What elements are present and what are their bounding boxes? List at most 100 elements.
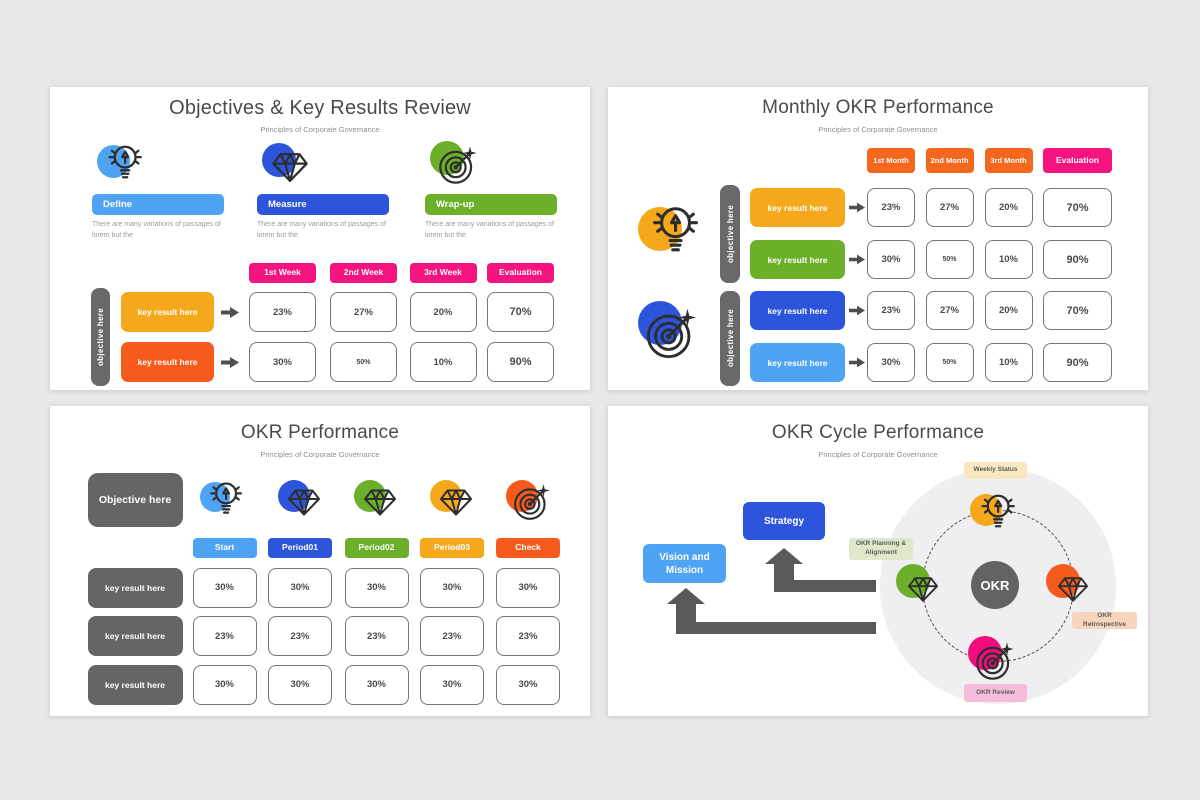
icon-circle (278, 480, 310, 512)
value-cell: 23% (420, 616, 484, 656)
key-result-label: key result here (137, 357, 198, 367)
key-result-box: key result here (87, 664, 183, 705)
value: 23% (881, 305, 901, 316)
value-cell: 27% (330, 292, 397, 332)
objective-label: objective here (96, 307, 105, 366)
key-result-bar: key result here (750, 343, 845, 382)
value-cell: 10% (409, 342, 477, 382)
value-cell: 10% (984, 343, 1033, 382)
objective-label: objective here (725, 309, 735, 368)
value-cell: 30% (344, 664, 409, 705)
vision-mission-box: Vision and Mission (643, 544, 726, 583)
value: 20% (998, 202, 1018, 213)
right-arrow-icon (221, 357, 239, 368)
value-cell: 70% (487, 292, 554, 332)
slide-okr-cycle[interactable]: OKR Cycle Performance Principles of Corp… (608, 406, 1148, 716)
value-cell: 23% (344, 616, 409, 656)
target-icon (976, 642, 1014, 680)
slide-subtitle: Principles of Corporate Governance (260, 125, 380, 134)
cycle-icon-retrospective (1046, 564, 1092, 610)
slide-title: OKR Cycle Performance (771, 422, 985, 443)
strategy-label: Strategy (763, 515, 804, 527)
value: 10% (998, 254, 1018, 265)
value-cell: 30% (420, 664, 484, 705)
value-cell: 30% (867, 343, 915, 382)
lightbulb-icon (653, 207, 699, 252)
cycle-label-text: OKR Planning & Alignment (855, 540, 907, 556)
key-result-box: key result here (87, 567, 183, 608)
slide-okr-performance[interactable]: OKR Performance Principles of Corporate … (50, 406, 590, 716)
right-arrow-icon (849, 357, 865, 368)
value-cell: 23% (496, 616, 560, 656)
value-cell: 50% (925, 240, 974, 279)
objective-icon-group (638, 299, 702, 363)
column-header: Start (192, 537, 257, 558)
arrow-horizontal (686, 622, 876, 634)
column-header: 1st Month (867, 148, 915, 173)
right-arrow-icon (221, 307, 239, 318)
period-icon-group (200, 478, 246, 524)
phase-description: There are many variations of passages of… (92, 221, 221, 239)
cycle-label-review: OKR Review (964, 684, 1027, 702)
target-icon (646, 308, 697, 359)
value-cell: 20% (409, 292, 477, 332)
value-cell: 30% (867, 240, 915, 279)
value-cell: 30% (268, 567, 332, 608)
value-cell: 90% (1043, 240, 1112, 279)
value-cell: 30% (344, 567, 409, 608)
key-result-label: key result here (767, 357, 828, 368)
column-header-label: Period03 (434, 542, 470, 553)
column-header-label: 3rd Month (990, 155, 1027, 165)
cycle-icon-weekly-status (970, 490, 1016, 536)
value: 23% (290, 630, 310, 642)
objective-label: Objective here (98, 494, 172, 506)
slide-okr-review[interactable]: Objectives & Key Results Review Principl… (50, 87, 590, 390)
lightbulb-icon (210, 482, 243, 514)
lightbulb-icon (981, 494, 1015, 528)
value-cell: 90% (1043, 343, 1112, 382)
diamond-icon (1058, 577, 1088, 602)
value-cell: 23% (192, 616, 257, 656)
period-icon-group (278, 480, 324, 526)
period-icon-group (354, 480, 400, 526)
value: 70% (509, 306, 532, 318)
vision-mission-label: Vision and Mission (659, 551, 710, 576)
value: 23% (442, 630, 462, 642)
value: 30% (214, 582, 234, 593)
phase-bar-wrapup: Wrap-up (425, 194, 557, 215)
measure-icon-group (262, 141, 310, 189)
value: 23% (366, 630, 386, 642)
value-cell: 70% (1043, 291, 1112, 330)
value: 30% (290, 582, 310, 593)
objective-box: Objective here (87, 473, 183, 527)
column-header: 1st Week (249, 263, 316, 283)
objective-bar: objective here (91, 288, 110, 386)
value-cell: 50% (330, 342, 397, 382)
cycle-label-planning: OKR Planning & Alignment (849, 538, 913, 560)
right-arrow-icon (849, 202, 865, 213)
value-cell: 20% (984, 188, 1033, 227)
phase-description: There are many variations of passages of… (257, 221, 386, 239)
slide-monthly-okr[interactable]: Monthly OKR Performance Principles of Co… (608, 87, 1148, 390)
key-result-label: key result here (104, 631, 165, 641)
value: 30% (290, 679, 310, 690)
value: 30% (518, 679, 538, 690)
value: 70% (1066, 304, 1089, 317)
phase-bar-measure: Measure (257, 194, 389, 215)
key-result-label: key result here (767, 305, 828, 316)
value-cell: 30% (496, 567, 560, 608)
column-header: Check (496, 537, 560, 558)
cycle-label-text: OKR Review (976, 688, 1015, 696)
value: 10% (433, 356, 453, 368)
value: 27% (939, 305, 959, 316)
cycle-icon-review (968, 634, 1016, 682)
column-header-label: 2nd Week (343, 267, 384, 278)
value-cell: 30% (192, 664, 257, 705)
value: 30% (366, 679, 386, 690)
value-cell: 10% (984, 240, 1033, 279)
value-cell: 27% (925, 188, 974, 227)
cycle-label-retrospective: OKR Retrospective (1072, 612, 1137, 629)
value: 23% (881, 202, 901, 213)
value-cell: 30% (268, 664, 332, 705)
